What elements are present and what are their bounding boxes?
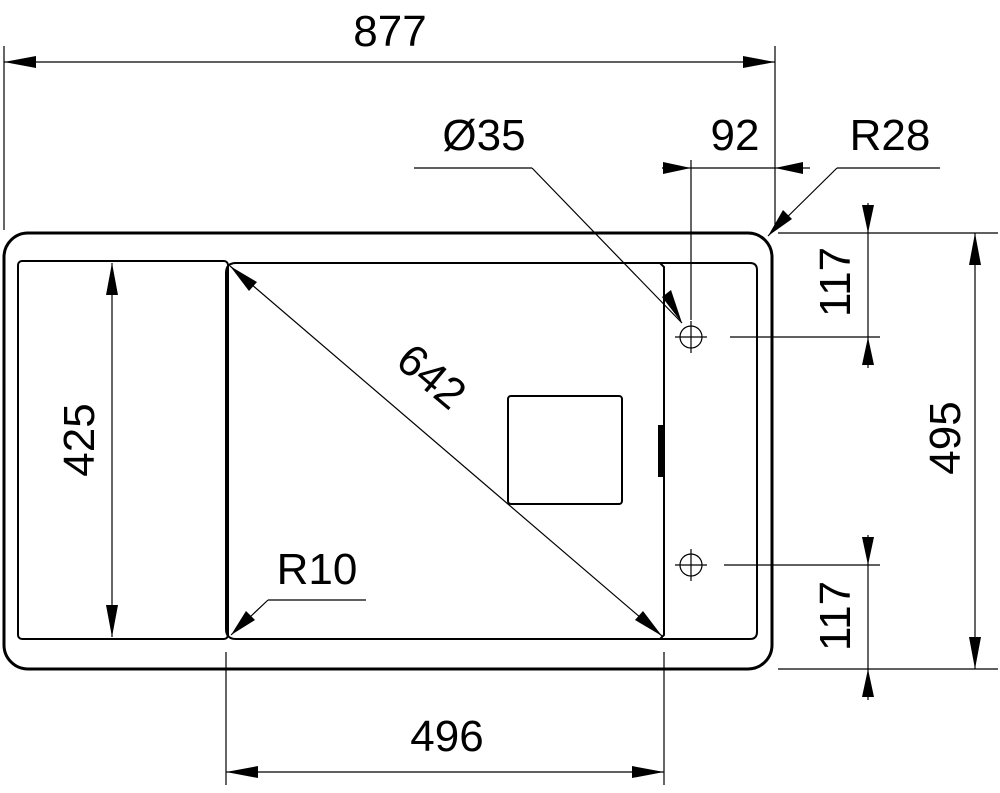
dim-bowl-diagonal-label: 642 (387, 335, 475, 420)
dim-overall-width: 877 (3, 7, 776, 230)
dim-tap-hole-top-offset-label: 117 (811, 247, 860, 317)
leader-bowl-radius: R10 (230, 545, 366, 636)
dim-bowl-width: 496 (225, 652, 665, 785)
dim-tap-hole-offset: 92 (662, 111, 810, 320)
drainer-area (17, 260, 229, 640)
dim-overall-height: 495 (778, 232, 998, 670)
dim-overall-width-label: 877 (353, 7, 426, 56)
overflow-slot (658, 425, 664, 477)
tap-hole-bottom (675, 549, 707, 581)
leader-outer-radius: R28 (767, 111, 940, 237)
leader-tap-hole-diameter: Ø35 (414, 111, 683, 324)
drain-square (507, 395, 623, 505)
dim-drainer-length-label: 425 (55, 403, 104, 476)
dim-tap-hole-top-offset: 117 (730, 203, 880, 368)
tap-deck-outline (660, 262, 758, 640)
leader-tap-hole-diameter-label: Ø35 (442, 111, 525, 160)
leader-outer-radius-label: R28 (850, 111, 931, 160)
tap-hole-top (675, 321, 707, 353)
dim-bowl-width-label: 496 (410, 712, 483, 761)
leader-bowl-radius-label: R10 (277, 545, 358, 594)
sink-outer-contour (2, 231, 774, 671)
sink-outline (2, 231, 774, 671)
dim-tap-hole-offset-label: 92 (711, 111, 760, 160)
dim-tap-hole-bottom-offset-label: 117 (811, 581, 860, 651)
dim-overall-height-label: 495 (921, 401, 970, 474)
dim-tap-hole-bottom-offset: 117 (724, 535, 880, 700)
bowl-outline (225, 262, 665, 640)
dim-drainer-length: 425 (55, 263, 118, 637)
